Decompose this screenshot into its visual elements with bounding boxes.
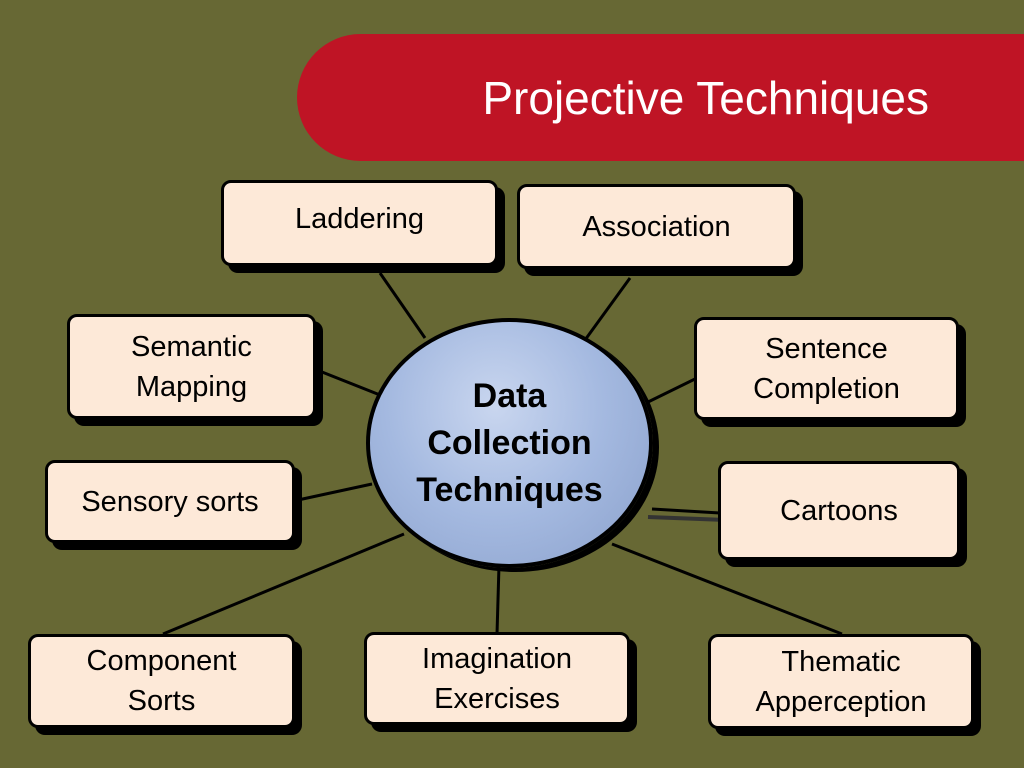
node-component-sorts-label: Component Sorts bbox=[86, 645, 237, 717]
cartoons-shadow-line bbox=[647, 515, 727, 522]
slide-title: Projective Techniques bbox=[482, 71, 929, 124]
node-sentence-completion: Sentence Completion bbox=[694, 317, 959, 420]
node-sensory-sorts-label: Sensory sorts bbox=[81, 485, 259, 518]
connector-imagination-exercises bbox=[495, 564, 501, 635]
node-semantic-mapping-label: Semantic Mapping bbox=[131, 330, 252, 403]
connector-cartoons bbox=[651, 507, 721, 515]
connector-association bbox=[583, 277, 632, 341]
hub-label: Data Collection Techniques bbox=[416, 376, 603, 509]
connector-semantic-mapping bbox=[321, 370, 381, 397]
node-thematic-apperception: Thematic Apperception bbox=[708, 634, 974, 729]
connector-sensory-sorts bbox=[297, 482, 373, 502]
title-banner: Projective Techniques bbox=[297, 34, 1024, 161]
node-association-label: Association bbox=[582, 210, 731, 243]
connector-thematic-apperception bbox=[611, 542, 843, 636]
node-imagination-exercises: Imagination Exercises bbox=[364, 632, 630, 725]
node-thematic-apperception-label: Thematic Apperception bbox=[755, 645, 927, 718]
node-component-sorts: Component Sorts bbox=[28, 634, 295, 728]
connector-sentence-completion bbox=[645, 376, 698, 405]
center-hub: Data Collection Techniques bbox=[366, 318, 653, 568]
node-sensory-sorts: Sensory sorts bbox=[45, 460, 295, 543]
node-laddering-label: Laddering bbox=[295, 203, 424, 235]
connector-laddering bbox=[378, 272, 427, 339]
connector-component-sorts bbox=[162, 532, 405, 636]
node-cartoons-label: Cartoons bbox=[780, 494, 898, 527]
node-semantic-mapping: Semantic Mapping bbox=[67, 314, 316, 419]
node-imagination-exercises-label: Imagination Exercises bbox=[422, 642, 572, 715]
node-association: Association bbox=[517, 184, 796, 269]
node-sentence-completion-label: Sentence Completion bbox=[753, 332, 900, 405]
node-cartoons: Cartoons bbox=[718, 461, 960, 560]
node-laddering: Laddering bbox=[221, 180, 498, 266]
